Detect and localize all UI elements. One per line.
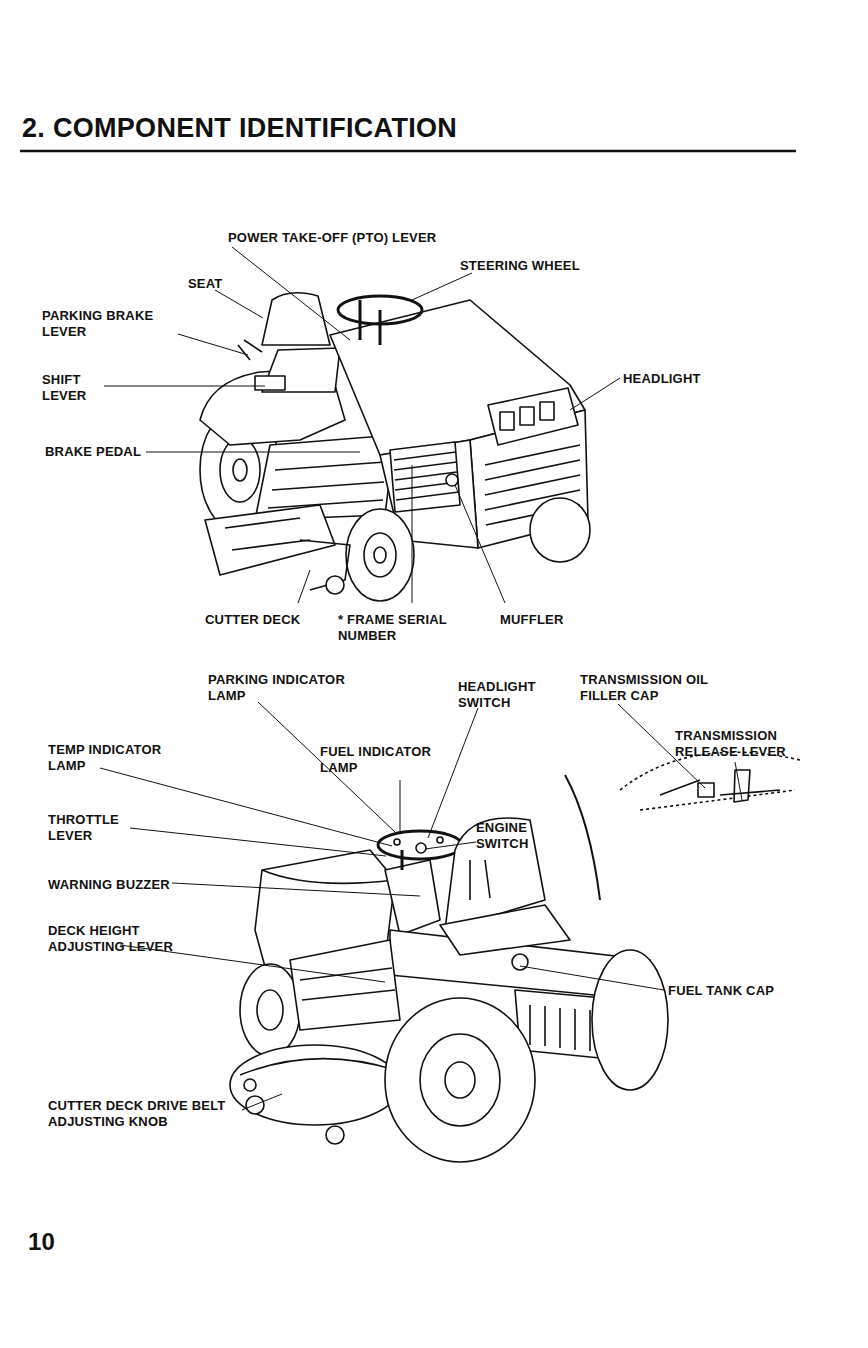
part-label: POWER TAKE-OFF (PTO) LEVER <box>228 230 436 246</box>
title-rule <box>20 150 796 153</box>
part-label: BRAKE PEDAL <box>45 444 141 460</box>
part-label: FUEL INDICATOR LAMP <box>320 744 455 776</box>
part-label: ENGINE SWITCH <box>476 820 551 852</box>
part-label: PARKING BRAKE LEVER <box>42 308 182 340</box>
page-number: 10 <box>28 1228 55 1256</box>
part-label: SHIFT LEVER <box>42 372 112 404</box>
part-label: TRANSMISSION RELEASE LEVER <box>675 728 800 760</box>
tractor-drawing <box>20 151 800 1162</box>
part-label: TRANSMISSION OIL FILLER CAP <box>580 672 715 704</box>
page-title: 2. COMPONENT IDENTIFICATION <box>22 112 457 144</box>
part-label: CUTTER DECK <box>205 612 300 628</box>
part-label: FUEL TANK CAP <box>668 983 774 999</box>
part-label: WARNING BUZZER <box>48 877 170 893</box>
leader-line <box>100 247 742 1110</box>
part-label: SEAT <box>188 276 223 292</box>
part-label: HEADLIGHT <box>623 371 701 387</box>
part-label: CUTTER DECK DRIVE BELT ADJUSTING KNOB <box>48 1098 263 1130</box>
part-label: HEADLIGHT SWITCH <box>458 679 568 711</box>
part-label: MUFFLER <box>500 612 564 628</box>
part-label: * FRAME SERIAL NUMBER <box>338 612 468 644</box>
part-label: THROTTLE LEVER <box>48 812 138 844</box>
part-label: PARKING INDICATOR LAMP <box>208 672 373 704</box>
part-label: DECK HEIGHT ADJUSTING LEVER <box>48 923 198 955</box>
part-label: TEMP INDICATOR LAMP <box>48 742 183 774</box>
part-label: STEERING WHEEL <box>460 258 580 274</box>
